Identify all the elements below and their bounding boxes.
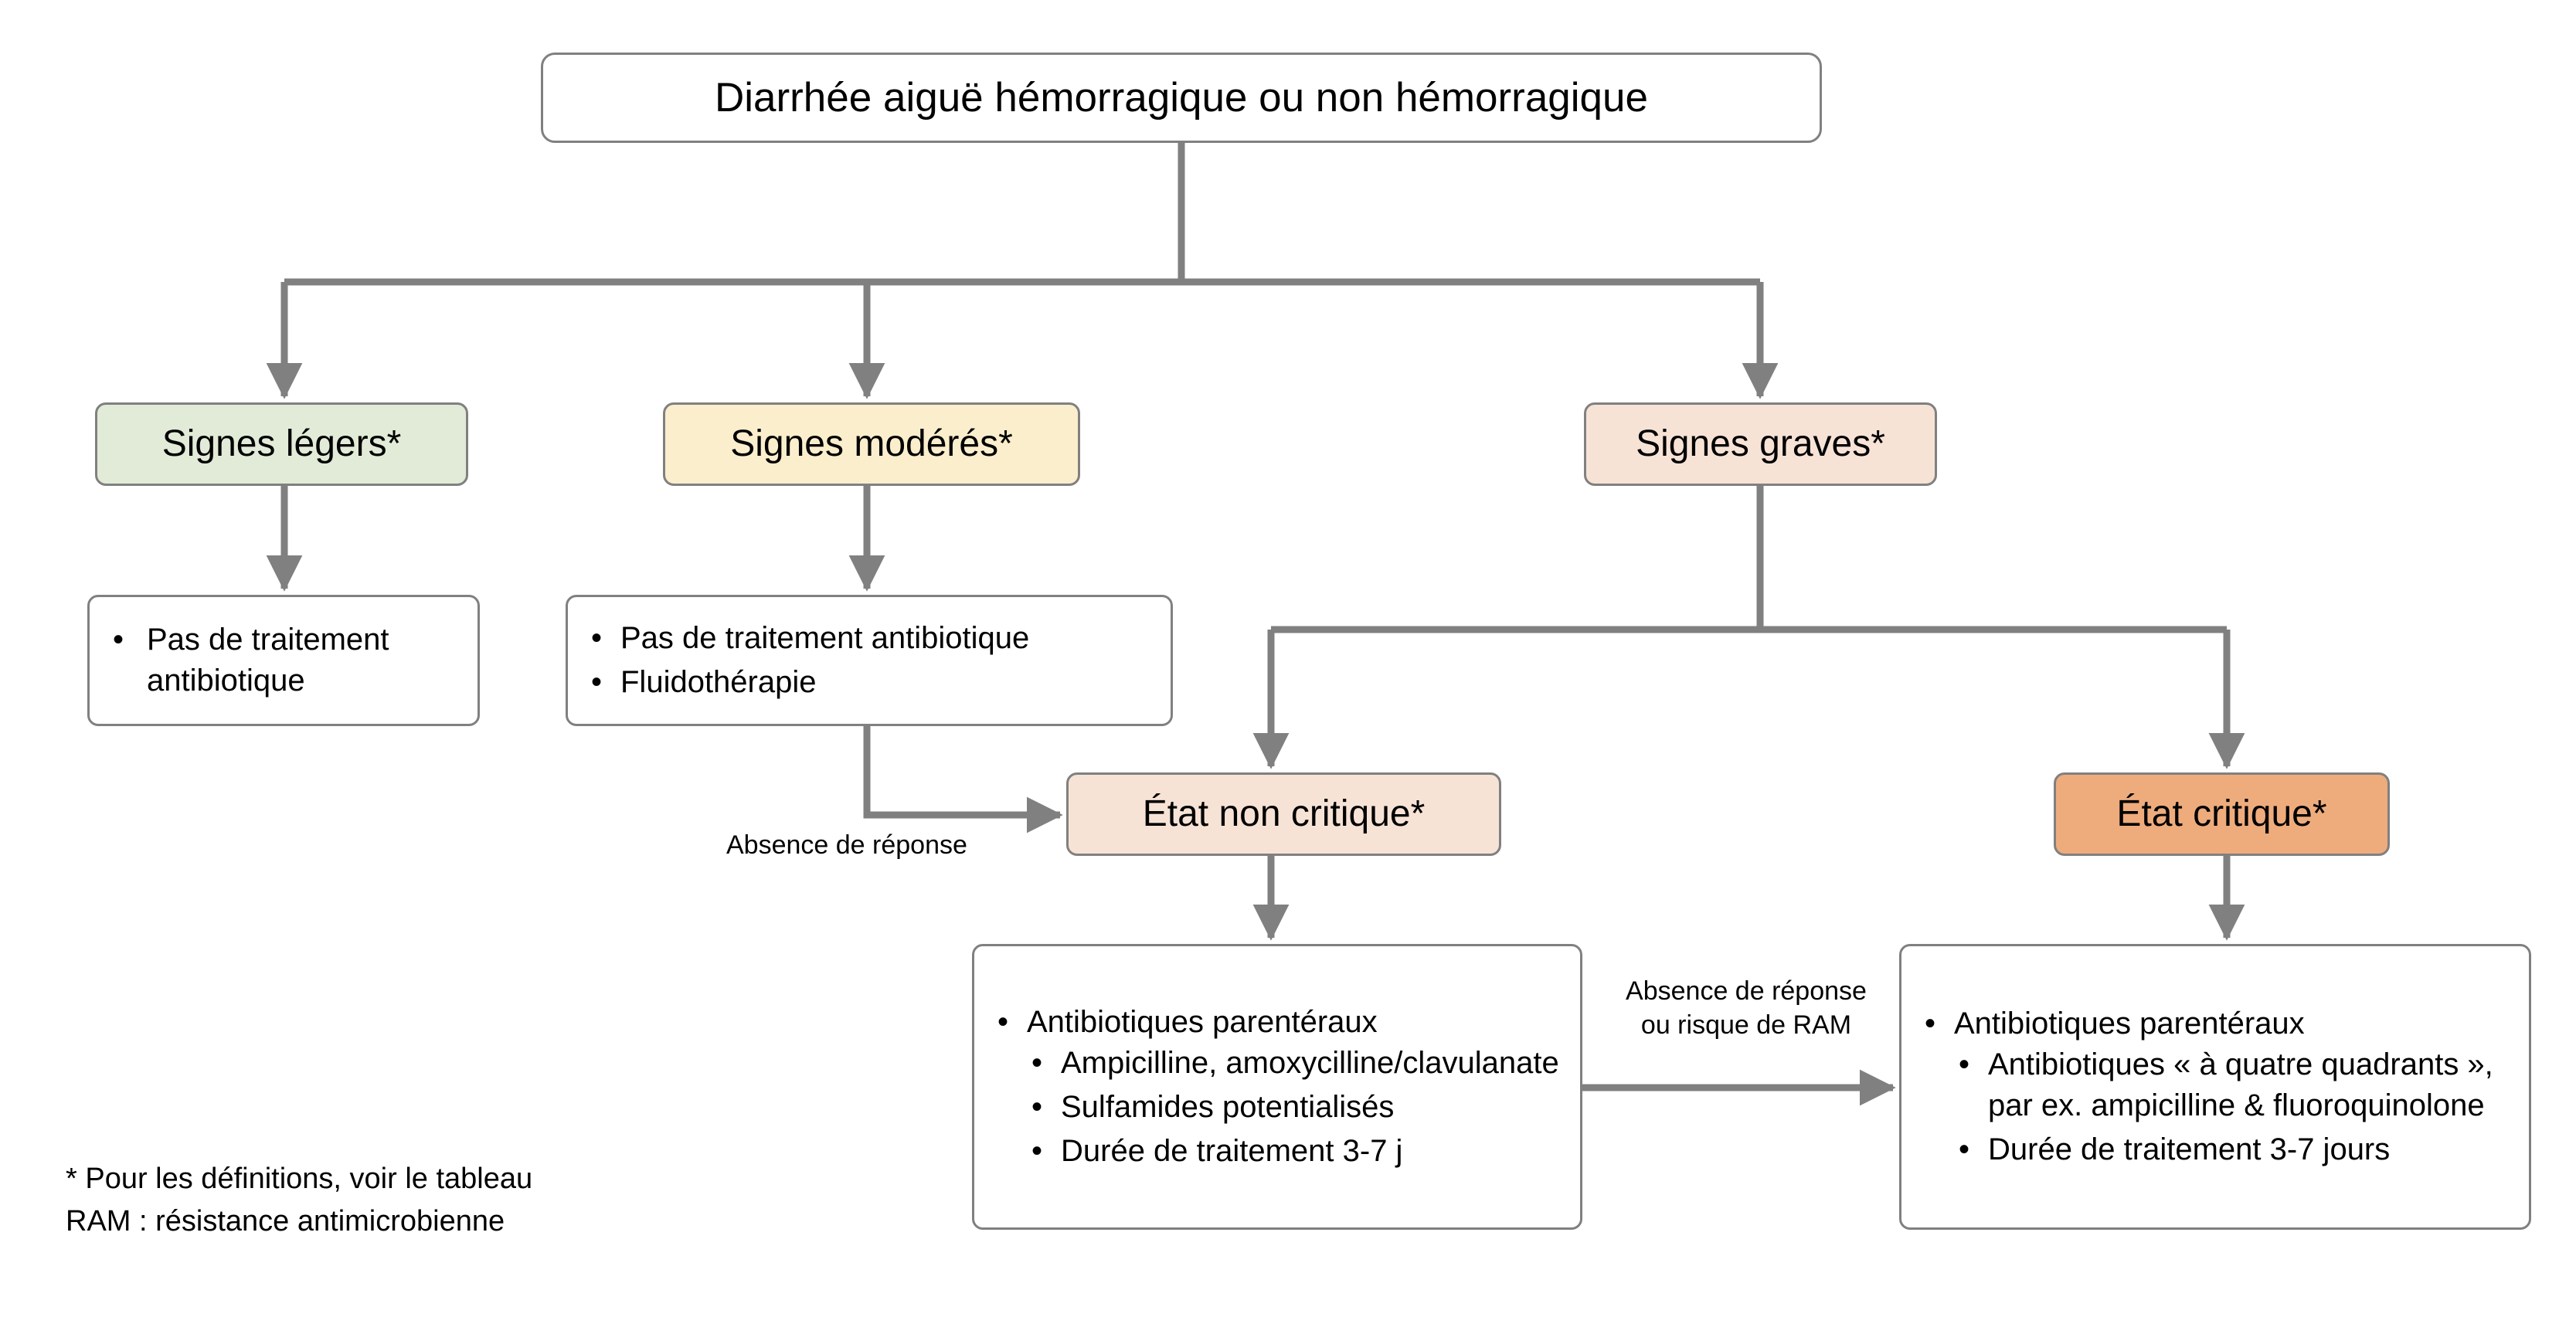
box-traitement-etat-non-critique[interactable]: Antibiotiques parentérauxAmpicilline, am… <box>972 944 1582 1230</box>
node-etat-critique-label: État critique* <box>2116 793 2327 835</box>
bullet-item: Antibiotiques parentérauxAmpicilline, am… <box>991 1002 1560 1173</box>
edge-moderate-to-noncritical <box>863 726 1063 833</box>
node-title-label: Diarrhée aiguë hémorragique ou non hémor… <box>714 74 1648 121</box>
footnote-line-2: RAM : résistance antimicrobienne <box>66 1205 505 1238</box>
node-signes-legers[interactable]: Signes légers* <box>95 402 468 486</box>
bullet-item: Pas de traitement antibiotique <box>585 618 1150 659</box>
sub-bullet-item: Durée de traitement 3-7 jours <box>1954 1129 2509 1170</box>
bullet-list: Pas de traitement antibiotiqueFluidothér… <box>585 618 1150 704</box>
bullet-item: Fluidothérapie <box>585 662 1150 703</box>
node-etat-non-critique-label: État non critique* <box>1142 793 1426 835</box>
node-etat-critique[interactable]: État critique* <box>2054 772 2390 856</box>
bullet-list: Antibiotiques parentérauxAntibiotiques «… <box>1918 1003 2509 1171</box>
bullet-list: Antibiotiques parentérauxAmpicilline, am… <box>991 1002 1560 1173</box>
sub-bullet-item: Ampicilline, amoxycilline/clavulanate <box>1027 1043 1560 1084</box>
node-signes-moderes[interactable]: Signes modérés* <box>663 402 1080 486</box>
edge-label-line-1: Absence de réponse <box>1626 976 1867 1006</box>
bullet-item: Antibiotiques parentérauxAntibiotiques «… <box>1918 1003 2509 1171</box>
sub-bullet-item: Durée de traitement 3-7 j <box>1027 1131 1560 1172</box>
bullet-item: Pas de traitement antibiotique <box>107 620 457 701</box>
box-traitement-signes-legers[interactable]: Pas de traitement antibiotique <box>87 595 480 726</box>
node-title[interactable]: Diarrhée aiguë hémorragique ou non hémor… <box>541 53 1822 143</box>
edge-label-line-2: ou risque de RAM <box>1640 1010 1852 1040</box>
sub-bullet-list: Ampicilline, amoxycilline/clavulanateSul… <box>1027 1043 1560 1173</box>
edge-label-absence-ou-risque-ram: Absence de réponse ou risque de RAM <box>1596 975 1897 1042</box>
node-etat-non-critique[interactable]: État non critique* <box>1066 772 1501 856</box>
node-signes-moderes-label: Signes modérés* <box>730 423 1013 465</box>
footnote-line-1: * Pour les définitions, voir le tableau <box>66 1163 533 1195</box>
box-traitement-signes-moderes[interactable]: Pas de traitement antibiotiqueFluidothér… <box>566 595 1173 726</box>
sub-bullet-list: Antibiotiques « à quatre quadrants », pa… <box>1954 1044 2509 1171</box>
bullet-list: Pas de traitement antibiotique <box>107 620 457 701</box>
node-signes-legers-label: Signes légers* <box>161 423 402 465</box>
node-signes-graves-label: Signes graves* <box>1636 423 1885 465</box>
sub-bullet-item: Sulfamides potentialisés <box>1027 1087 1560 1128</box>
box-traitement-etat-critique[interactable]: Antibiotiques parentérauxAntibiotiques «… <box>1899 944 2531 1230</box>
sub-bullet-item: Antibiotiques « à quatre quadrants », pa… <box>1954 1044 2509 1126</box>
node-signes-graves[interactable]: Signes graves* <box>1584 402 1937 486</box>
footnote-legend: * Pour les définitions, voir le tableau … <box>66 1158 532 1243</box>
edge-label-absence-de-reponse: Absence de réponse <box>726 830 967 860</box>
